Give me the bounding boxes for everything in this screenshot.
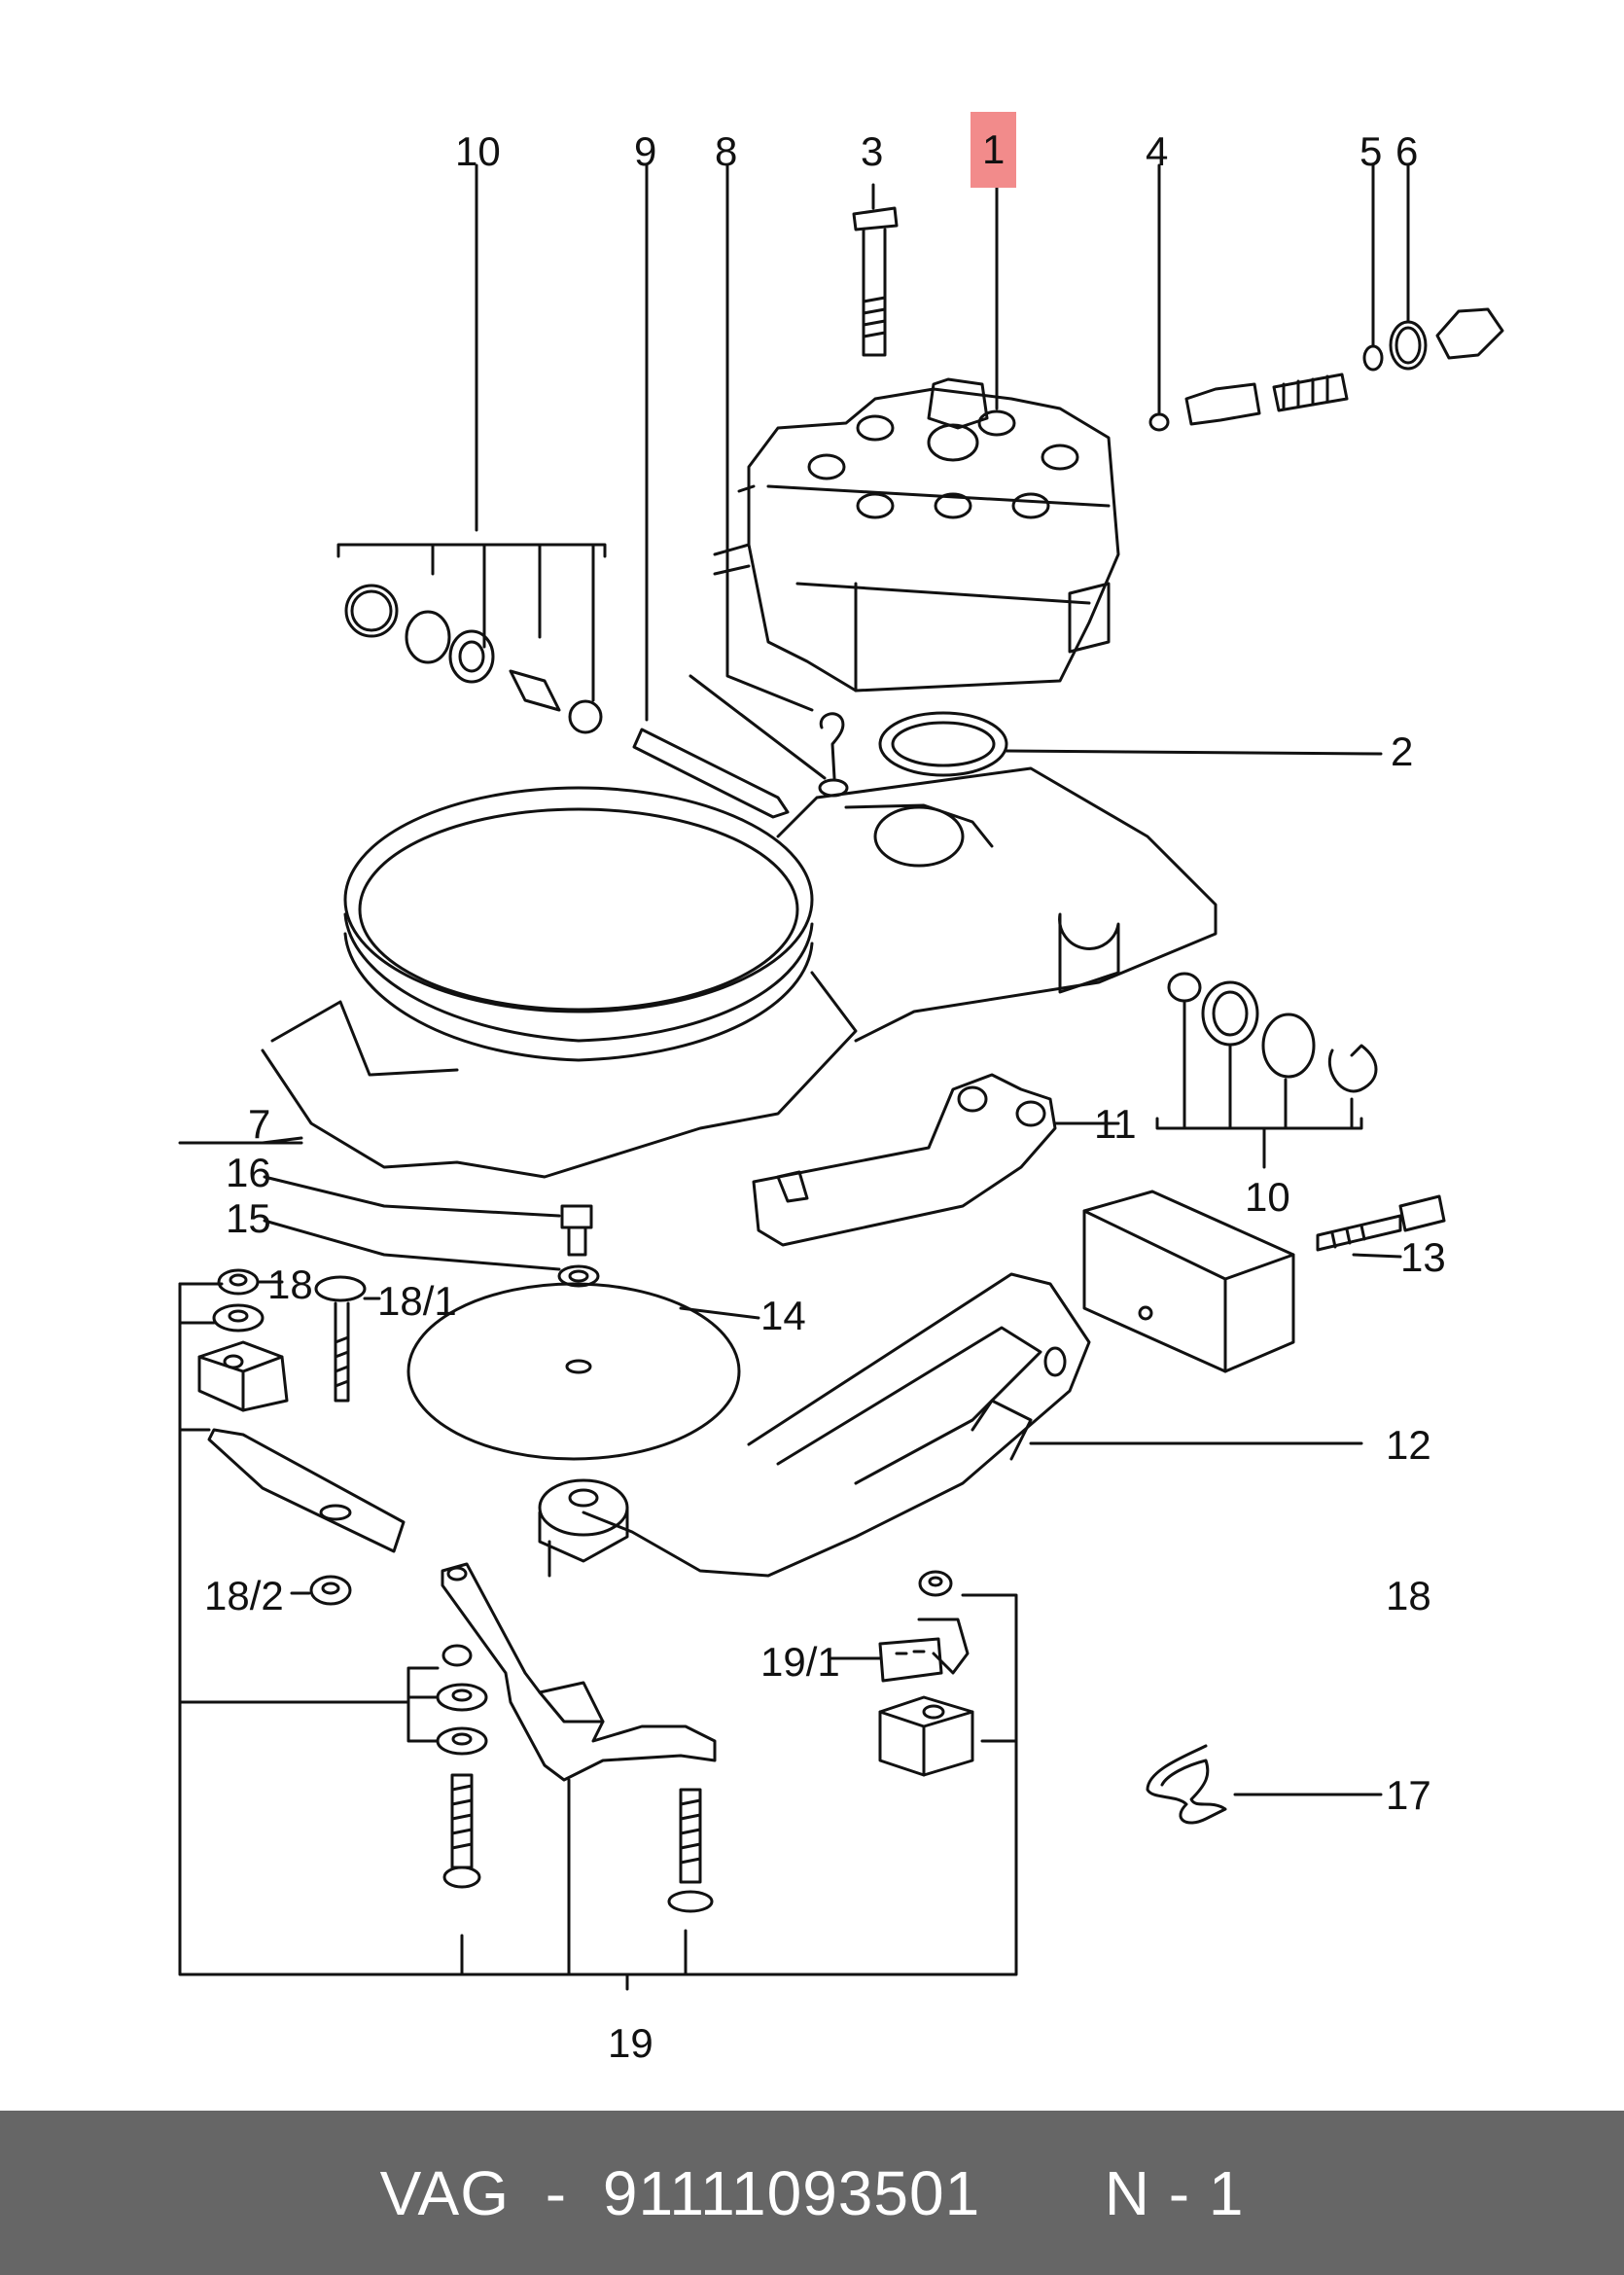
callout-12: 12	[1386, 1422, 1431, 1468]
part-18-1-screw	[314, 1275, 381, 1403]
part-13-bolt	[1316, 1194, 1446, 1259]
part-8-clip	[688, 163, 849, 798]
part-19-bracket-group	[178, 1282, 1018, 1991]
part-2-o-ring	[878, 711, 1383, 777]
footer-bar: VAG - 91111093501 N - 1	[0, 2111, 1624, 2275]
right-block	[878, 1695, 974, 1777]
part-18-2-nut	[290, 1575, 352, 1606]
callout-3: 3	[861, 128, 884, 174]
part-3-screw	[852, 183, 899, 357]
part-17-spring-clip	[1146, 1744, 1383, 1825]
callout-19: 19	[608, 2020, 653, 2066]
footer-part-number: 91111093501	[602, 2157, 981, 2228]
callout-18-1: 18/1	[377, 1278, 457, 1324]
callout-13: 13	[1400, 1234, 1446, 1280]
part-19-1-clip	[830, 1617, 970, 1683]
callout-8: 8	[715, 128, 738, 174]
part-7-air-flow-housing	[178, 766, 1218, 1179]
exploded-parts-diagram	[178, 163, 1504, 1991]
right-nut	[918, 1570, 953, 1597]
lower-small-parts	[436, 1644, 488, 1756]
callout-11: 11	[1094, 1101, 1137, 1147]
callout-7: 7	[248, 1101, 271, 1147]
callout-18-right: 18	[1386, 1573, 1431, 1618]
part-12-sensor-arm	[538, 1272, 1363, 1578]
callout-2: 2	[1391, 729, 1414, 774]
footer-brand: VAG	[379, 2157, 510, 2228]
lower-link-arm	[441, 1562, 717, 1782]
callout-14: 14	[760, 1293, 806, 1338]
callout-10-lower: 10	[1245, 1174, 1290, 1220]
callout-5: 5	[1359, 128, 1383, 174]
part-10-upper-seal-set	[336, 163, 607, 734]
lower-screw-right	[667, 1788, 714, 1913]
part-1-fuel-distributor	[713, 377, 1120, 693]
callout-16: 16	[226, 1150, 271, 1195]
footer-separator: -	[545, 2157, 568, 2228]
part-14-air-flow-plate	[406, 1282, 760, 1461]
part-18-nut-left	[217, 1268, 284, 1296]
callout-19-1: 19/1	[760, 1639, 840, 1685]
callout-9: 9	[634, 128, 657, 174]
part-15-washer	[263, 1219, 600, 1288]
callout-4: 4	[1146, 128, 1169, 174]
parts-4-5-6-plunger-assembly	[1148, 163, 1504, 432]
callout-17: 17	[1386, 1772, 1431, 1818]
callout-18-2: 18/2	[204, 1573, 284, 1618]
left-washer	[212, 1303, 265, 1333]
part-9-pin	[632, 163, 790, 819]
callout-10-top: 10	[455, 128, 501, 174]
callout-6: 6	[1395, 128, 1419, 174]
footer-note: N - 1	[1104, 2157, 1245, 2228]
callout-18-left: 18	[267, 1262, 313, 1307]
footer-caption: VAG - 91111093501 N - 1	[380, 2157, 1245, 2229]
left-strap	[207, 1428, 406, 1553]
part-10-lower-seal-set	[1155, 972, 1378, 1169]
callout-15: 15	[226, 1195, 271, 1241]
part-11-lever	[752, 1073, 1120, 1247]
lower-screw-left	[442, 1773, 481, 1889]
left-bracket	[197, 1340, 289, 1412]
block-part	[1082, 1190, 1295, 1373]
part-16-screw	[263, 1175, 593, 1257]
callout-1: 1	[971, 112, 1017, 188]
